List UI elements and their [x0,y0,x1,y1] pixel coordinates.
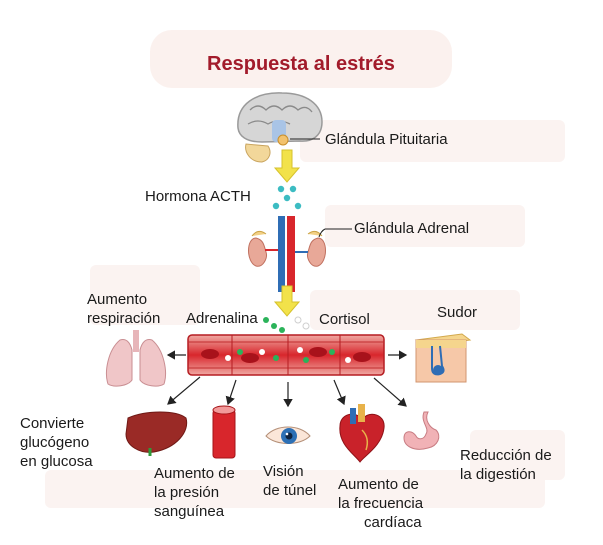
label-adrenalin: Adrenalina [186,310,258,327]
hormone-dots [263,316,310,333]
diagram-title: Respuesta al estrés [207,53,395,75]
label-digestion-line2: la digestión [460,466,536,483]
down-arrow-icon [273,285,301,317]
label-sweat: Sudor [437,304,478,321]
label-pressure-line1: Aumento de [154,465,235,482]
label-glucose-line2: glucógeno [20,434,90,451]
label-digestion-line1: Reducción de [460,447,552,464]
label-respiration-line1: Aumento [87,291,148,308]
label-heart-line1: Aumento de [338,476,419,493]
skin-icon [414,333,472,383]
background-panel [45,470,545,508]
background-panel [310,290,520,330]
heart-icon [339,404,385,463]
arrow-to-liver [167,376,201,405]
arrow-to-artery [225,379,237,406]
brain-icon [237,92,323,163]
label-acth: Hormona ACTH [145,188,251,205]
arrow-to-heart [333,379,346,406]
label-glucose-line1: Convierte [20,415,85,432]
label-vision-line2: de túnel [263,482,317,499]
down-arrow-icon [273,149,301,183]
label-pressure-line3: sanguínea [154,503,225,520]
label-adrenal: Glándula Adrenal [354,220,470,237]
background-panel [325,205,525,247]
liver-icon [125,411,188,456]
artery-icon [212,405,236,459]
label-cortisol: Cortisol [319,311,370,328]
label-pressure-line2: la presión [154,484,220,501]
arrow-to-stomach [373,377,407,407]
background-panel [90,265,200,325]
eye-icon [265,426,311,444]
label-heart-line3: cardíaca [364,514,422,531]
background-panel [300,120,565,162]
title-box [150,30,452,88]
background-panel [470,430,565,480]
label-glucose-line3: en glucosa [20,453,93,470]
label-vision-line1: Visión [263,463,304,480]
kidney-icon [248,216,326,292]
label-heart-line2: la frecuencia [338,495,424,512]
label-pituitary: Glándula Pituitaria [325,131,448,148]
label-respiration-line2: respiración [87,310,161,327]
blood-vessel-icon [187,334,385,376]
lungs-icon [106,330,166,387]
stomach-icon [403,411,440,450]
acth-dots [272,185,302,210]
